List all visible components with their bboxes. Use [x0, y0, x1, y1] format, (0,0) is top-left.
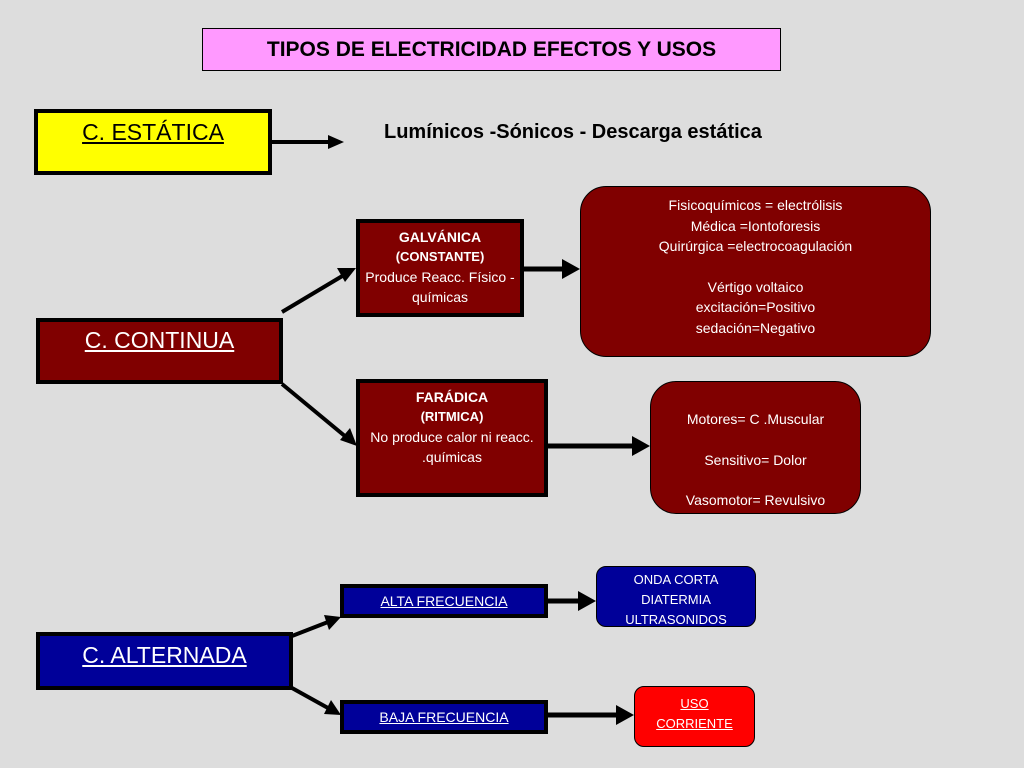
faradica-type: (RITMICA): [420, 409, 484, 424]
arrow-continua-faradica: [280, 382, 348, 439]
alta-use-1: ONDA CORTA: [633, 572, 719, 587]
faradica-uses-box: Motores= C .Muscular Sensitivo= Dolor Va…: [650, 381, 861, 514]
page-title: TIPOS DE ELECTRICIDAD EFECTOS Y USOS: [202, 28, 781, 71]
faradica-desc-2: .químicas: [422, 449, 482, 465]
faradica-use-3: Vasomotor= Revulsivo: [685, 492, 826, 508]
galvanica-box: GALVÁNICA (CONSTANTE) Produce Reacc. Fís…: [356, 219, 524, 317]
galvanica-use-7: sedación=Negativo: [695, 319, 816, 336]
galvanica-uses-box: Fisicoquímicos = electrólisis Médica =Io…: [580, 186, 931, 357]
arrow-alterna-alta: [291, 620, 329, 638]
alterna-box: C. ALTERNADA: [36, 632, 293, 690]
baja-frecuencia-label: BAJA FRECUENCIA: [379, 709, 509, 725]
alta-use-3: ULTRASONIDOS: [625, 612, 727, 627]
estatica-label: C. ESTÁTICA: [82, 119, 224, 145]
alterna-label: C. ALTERNADA: [82, 642, 247, 668]
faradica-desc-1: No produce calor ni reacc.: [370, 429, 534, 445]
estatica-effects: Lumínicos -Sónicos - Descarga estática: [384, 121, 762, 143]
galvanica-use-1: Fisicoquímicos = electrólisis: [668, 197, 843, 213]
baja-frecuencia-box: BAJA FRECUENCIA: [340, 700, 548, 734]
galvanica-use-5: Vértigo voltaico: [707, 278, 804, 295]
baja-use-1: USO: [680, 696, 709, 711]
galvanica-use-6: excitación=Positivo: [695, 299, 816, 315]
alta-frecuencia-box: ALTA FRECUENCIA: [340, 584, 548, 618]
galvanica-use-2: Médica =Iontoforesis: [690, 217, 821, 234]
galvanica-use-3: Quirúrgica =electrocoagulación: [658, 238, 853, 254]
continua-box: C. CONTINUA: [36, 318, 283, 384]
arrow-alterna-baja: [291, 686, 329, 710]
galvanica-type: (CONSTANTE): [395, 249, 485, 264]
faradica-box: FARÁDICA (RITMICA) No produce calor ni r…: [356, 379, 548, 497]
continua-label: C. CONTINUA: [84, 327, 235, 353]
galvanica-desc-1: Produce Reacc. Físico -: [365, 269, 515, 285]
estatica-box: C. ESTÁTICA: [34, 109, 272, 175]
galvanica-desc-2: químicas: [411, 289, 469, 305]
baja-use-2: CORRIENTE: [656, 716, 733, 731]
faradica-name: FARÁDICA: [415, 389, 489, 405]
baja-uses-box: USO CORRIENTE: [634, 686, 755, 747]
faradica-use-2: Sensitivo= Dolor: [704, 451, 807, 468]
faradica-use-1: Motores= C .Muscular: [686, 411, 825, 427]
alta-uses-box: ONDA CORTA DIATERMIA ULTRASONIDOS: [596, 566, 756, 627]
arrow-continua-galvanica: [280, 273, 346, 314]
alta-use-2: DIATERMIA: [641, 592, 711, 607]
alta-frecuencia-label: ALTA FRECUENCIA: [380, 593, 508, 609]
galvanica-name: GALVÁNICA: [398, 229, 482, 245]
